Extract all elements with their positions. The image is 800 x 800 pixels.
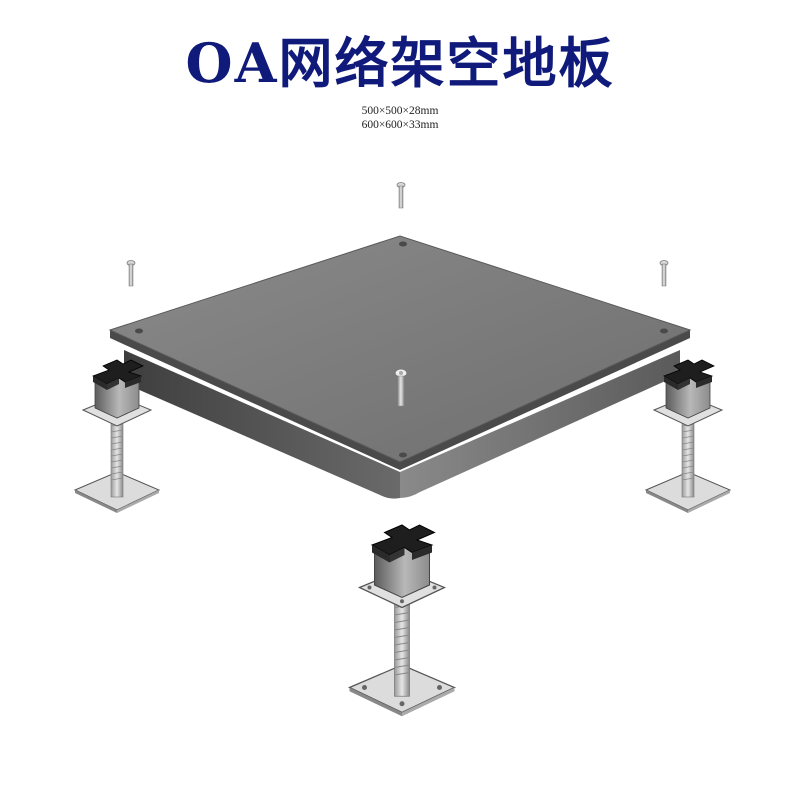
pedestal-left — [73, 359, 161, 513]
page-title: OA网络架空地板 — [185, 31, 615, 95]
screw-top — [396, 182, 406, 209]
screw-hole-icon — [135, 328, 143, 334]
screw-center — [394, 368, 408, 407]
screw-right — [659, 260, 669, 287]
screw-hole-icon — [399, 452, 407, 458]
screw-hole-icon — [660, 328, 668, 334]
pedestal-front — [347, 524, 457, 717]
screw-left — [126, 260, 136, 287]
spec-line-1: 500×500×28mm — [361, 105, 439, 117]
raised-floor-panel — [108, 235, 692, 499]
spec-line-2: 600×600×33mm — [361, 119, 439, 131]
dimension-specs: 500×500×28mm 600×600×33mm — [0, 104, 800, 132]
pedestal-right — [644, 359, 732, 513]
screw-hole-icon — [399, 241, 407, 247]
